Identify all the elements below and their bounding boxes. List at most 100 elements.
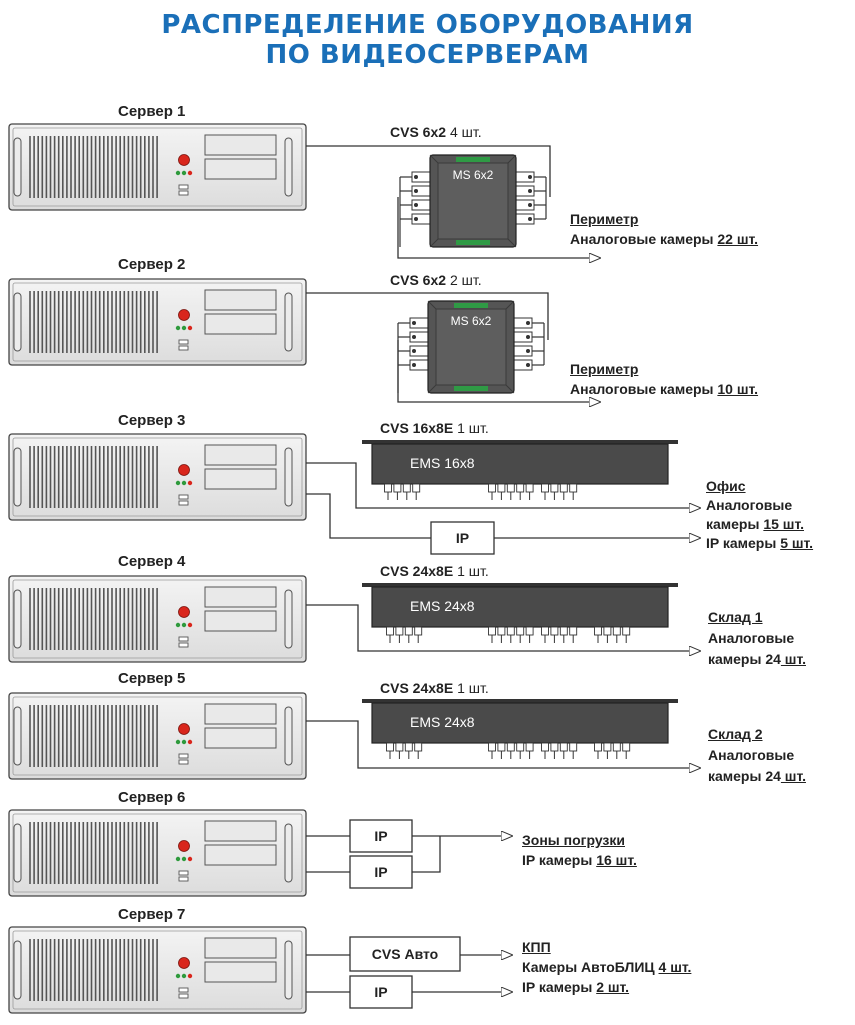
bnc-connector-icon [412, 483, 421, 493]
device-label: EMS 24x8 [410, 598, 475, 614]
bnc-connector-icon [622, 626, 631, 636]
drive-bay [204, 289, 277, 311]
status-led-icon [175, 170, 181, 176]
rack-handle-right [284, 292, 293, 352]
usb-port-icon [178, 753, 189, 759]
bnc-connector-icon [541, 626, 549, 636]
server-4-rack [8, 575, 307, 663]
bnc-connector-icon [386, 742, 394, 752]
box-label: IP [374, 984, 387, 1000]
rack-handle-right [284, 823, 293, 883]
server-5-rack [8, 692, 307, 780]
rack-handle-left [13, 292, 22, 352]
status-led-icon [187, 973, 193, 979]
wire-server2-cvs2 [306, 292, 549, 340]
ip-box-server3: IP [430, 521, 495, 555]
wire-server3-cvs3 [306, 462, 700, 508]
mount-bar [362, 440, 678, 444]
wire-server3-ip [306, 493, 431, 539]
rack-handle-left [13, 940, 22, 1000]
drive-bay [204, 134, 277, 156]
bnc-connector-icon [404, 626, 413, 636]
zone-5-name: Склад 2 [708, 726, 763, 742]
usb-port-icon [178, 190, 189, 196]
terminal-strip [454, 386, 488, 391]
status-led-icon [187, 170, 193, 176]
bnc-connector-icon [497, 742, 506, 752]
bnc-connector-icon [525, 483, 534, 493]
mount-bar [362, 583, 678, 587]
bnc-connector-icon [386, 626, 394, 636]
terminal-strip [456, 240, 490, 245]
bnc-connector-icon [393, 483, 402, 493]
rack-handle-left [13, 823, 22, 883]
zone-7-name: КПП [522, 939, 551, 955]
status-led-icon [175, 480, 181, 486]
mount-bar [362, 699, 678, 703]
status-led-icon [181, 739, 187, 745]
bnc-connector-icon [559, 742, 568, 752]
cvs-1-title: CVS 6x2 4 шт. [390, 124, 482, 140]
zone-4-name: Склад 1 [708, 609, 763, 625]
server-2-rack [8, 278, 307, 366]
bnc-connector-icon [569, 626, 578, 636]
server-1-rack [8, 123, 307, 211]
usb-port-icon [178, 636, 189, 642]
rack-handle-right [284, 706, 293, 766]
rack-handle-left [13, 447, 22, 507]
bnc-connector-icon [603, 626, 612, 636]
status-led-icon [181, 973, 187, 979]
rack-handle-right [284, 447, 293, 507]
bnc-connector-icon [395, 742, 404, 752]
bnc-connector-icon [525, 742, 534, 752]
wire-server5-cvs5 [306, 720, 700, 768]
usb-port-icon [178, 184, 189, 190]
status-led-icon [187, 739, 193, 745]
server-3-rack [8, 433, 307, 521]
page-subtitle: ПО ВИДЕОСЕРВЕРАМ [265, 40, 590, 70]
bnc-connector-icon [569, 742, 578, 752]
status-led-icon [181, 856, 187, 862]
drive-bay [204, 727, 277, 749]
usb-port-icon [178, 870, 189, 876]
drive-bay [204, 586, 277, 608]
zone-3-description: Офис Аналоговые камеры 15 шт. IP камеры … [706, 478, 814, 551]
ems-24x8-unit-1: EMS 24x8 [362, 583, 678, 643]
bnc-connector-icon [488, 742, 496, 752]
status-led-icon [175, 325, 181, 331]
server-5-label: Сервер 5 [118, 670, 186, 687]
bnc-connector-icon [414, 742, 423, 752]
bnc-connector-icon [603, 742, 612, 752]
server-4-label: Сервер 4 [118, 553, 186, 570]
zone-2-count: 10 шт. [717, 381, 759, 397]
bnc-connector-icon [404, 742, 413, 752]
zone-1-description: Периметр Аналоговые камеры 22 шт. [570, 211, 759, 247]
bnc-connector-icon [559, 626, 568, 636]
usb-port-icon [178, 500, 189, 506]
ems-16x8-unit: EMS 16x8 [362, 440, 678, 500]
power-button-icon [178, 840, 190, 852]
bnc-connector-icon [541, 742, 549, 752]
server-3-label: Сервер 3 [118, 412, 186, 429]
bnc-connector-icon [550, 742, 559, 752]
cvs-5-title: CVS 24x8E 1 шт. [380, 680, 489, 696]
bnc-connector-icon [550, 483, 559, 493]
bnc-connector-icon [395, 626, 404, 636]
drive-bay [204, 468, 277, 490]
zone-7-description: КПП Камеры АвтоБЛИЦ 4 шт. IP камеры 2 шт… [522, 939, 692, 995]
drive-bay [204, 158, 277, 180]
zone-4-description: Склад 1 Аналоговые камеры 24 шт. [708, 609, 806, 667]
cvs-auto-box: CVS Авто [349, 936, 461, 972]
bnc-connector-icon [402, 483, 411, 493]
cvs-3-title: CVS 16x8E 1 шт. [380, 420, 489, 436]
usb-port-icon [178, 987, 189, 993]
usb-port-icon [178, 345, 189, 351]
terminal-strip [454, 303, 488, 308]
zone-5-description: Склад 2 Аналоговые камеры 24 шт. [708, 726, 806, 784]
status-led-icon [181, 170, 187, 176]
cvs-4-title: CVS 24x8E 1 шт. [380, 563, 489, 579]
box-label: CVS Авто [372, 946, 438, 962]
bnc-connector-icon [594, 626, 602, 636]
server-7-rack [8, 926, 307, 1014]
